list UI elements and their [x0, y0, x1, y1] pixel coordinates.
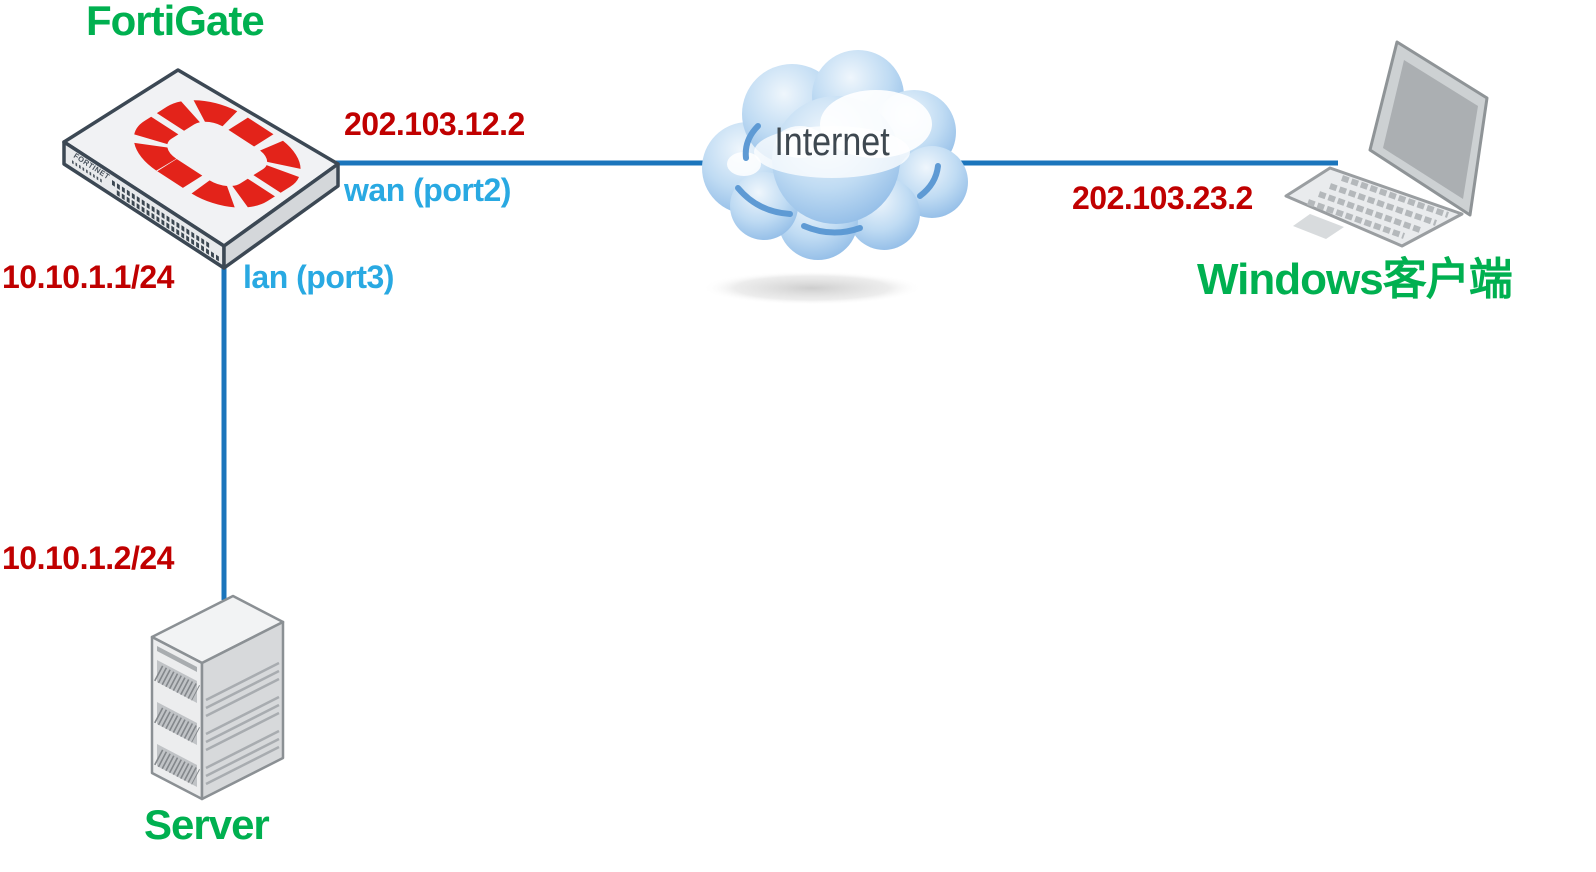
lan-port-label: lan (port3)	[243, 259, 394, 295]
fortigate-device-icon: FORTINET	[62, 68, 340, 270]
links	[221, 160, 1338, 600]
server-icon	[150, 594, 285, 801]
fortinet-logo-icon	[133, 100, 301, 208]
fortigate-label: FortiGate	[86, 0, 265, 44]
wan-ip-label: 202.103.12.2	[344, 106, 525, 142]
client-label: Windows客户端	[1197, 255, 1513, 304]
internet-cloud-icon	[702, 50, 968, 260]
server-ip-label: 10.10.1.2/24	[2, 540, 174, 576]
internet-label: Internet	[774, 120, 890, 164]
port-row-icon	[112, 180, 212, 250]
port-row-icon	[116, 190, 220, 262]
wan-port-label: wan (port2)	[344, 172, 511, 208]
cloud-shadow	[702, 271, 922, 305]
panel-dots	[72, 160, 103, 184]
laptop-icon	[1284, 40, 1489, 248]
server-label: Server	[144, 801, 270, 848]
client-ip-label: 202.103.23.2	[1072, 180, 1253, 216]
touchpad	[1293, 214, 1344, 239]
lan-ip-label: 10.10.1.1/24	[2, 259, 174, 295]
